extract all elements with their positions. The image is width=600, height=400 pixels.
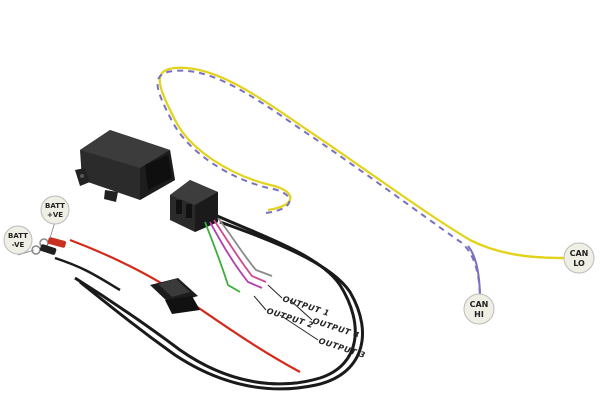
output-wire-gray bbox=[217, 217, 273, 277]
output-wire-pink bbox=[213, 219, 267, 283]
can-lo-line1: CAN bbox=[570, 249, 589, 258]
multi-pin-connector-icon bbox=[170, 180, 218, 232]
batt-pos-line1: BATT bbox=[45, 202, 65, 210]
batt-neg-line2: -VE bbox=[12, 241, 25, 249]
output-wire-green bbox=[204, 221, 241, 293]
can-hi-line1: CAN bbox=[470, 300, 489, 309]
can-hi-tag: CAN HI bbox=[463, 293, 495, 325]
output-3-label: OUTPUT 3 bbox=[317, 336, 366, 360]
output-labels: OUTPUT 1 OUTPUT 2 OUTPUT 4 OUTPUT 3 bbox=[265, 294, 366, 360]
battery-power-wires bbox=[31, 237, 301, 373]
can-lo-wire bbox=[158, 66, 566, 260]
batt-neg-tag: BATT -VE bbox=[3, 225, 35, 256]
output-1-pointer bbox=[267, 284, 283, 299]
inline-fuse-holder-icon bbox=[150, 278, 200, 314]
can-bus-twisted-pair bbox=[156, 66, 566, 301]
black-ground-wire bbox=[54, 256, 121, 292]
can-hi-tail bbox=[467, 245, 481, 301]
ecu-module-icon bbox=[75, 130, 175, 202]
batt-pos-tag: BATT +VE bbox=[40, 195, 70, 239]
output-4-pointer bbox=[289, 299, 313, 321]
output-wires bbox=[204, 217, 319, 341]
output-2-pointer bbox=[253, 295, 267, 311]
output-wire-purple bbox=[209, 221, 263, 289]
can-lo-tag: CAN LO bbox=[563, 242, 595, 274]
ring-terminal-icon bbox=[31, 244, 57, 255]
can-lo-tail bbox=[469, 239, 566, 260]
can-hi-line2: HI bbox=[474, 310, 484, 319]
harness-black-wire-inner bbox=[79, 220, 365, 391]
main-harness-loop bbox=[74, 213, 365, 391]
batt-pos-line2: +VE bbox=[47, 211, 63, 219]
harness-black-wire-outer bbox=[74, 213, 357, 386]
output-3-pointer bbox=[279, 314, 319, 341]
batt-neg-line1: BATT bbox=[8, 232, 28, 240]
can-lo-line2: LO bbox=[573, 259, 585, 268]
